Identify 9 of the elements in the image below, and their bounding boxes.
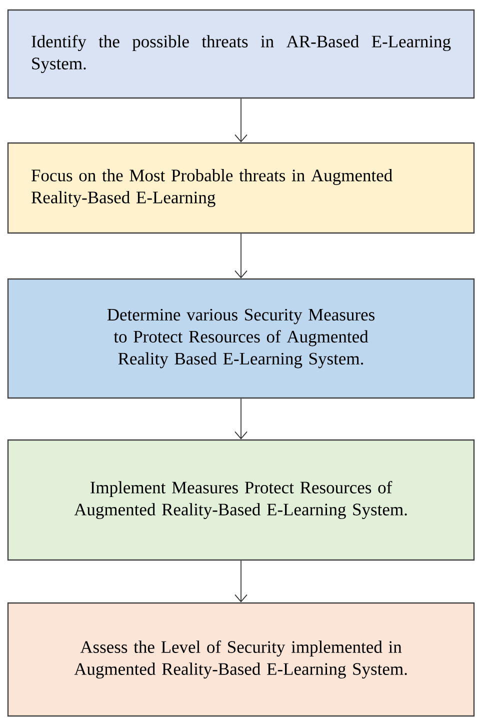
process-box: Implement Measures Protect Resources of Augmented Reality-Based E-Learning System. [7, 439, 475, 561]
arrow [234, 560, 248, 602]
arrow [234, 233, 248, 278]
arrow [234, 398, 248, 440]
process-box: Focus on the Most Probable threats in Augmented Reality-Based E-Learning [7, 142, 475, 234]
process-box: Identify the possible threats in AR-Based E-Learning System. [7, 9, 475, 99]
process-box: Assess the Level of Security implemented in Augmented Reality-Based E-Learning System. [7, 602, 475, 717]
process-box: Determine various Security Measures to Protect Resources of Augmented Reality Based E-Learning System. [7, 278, 475, 399]
arrow [234, 98, 248, 142]
